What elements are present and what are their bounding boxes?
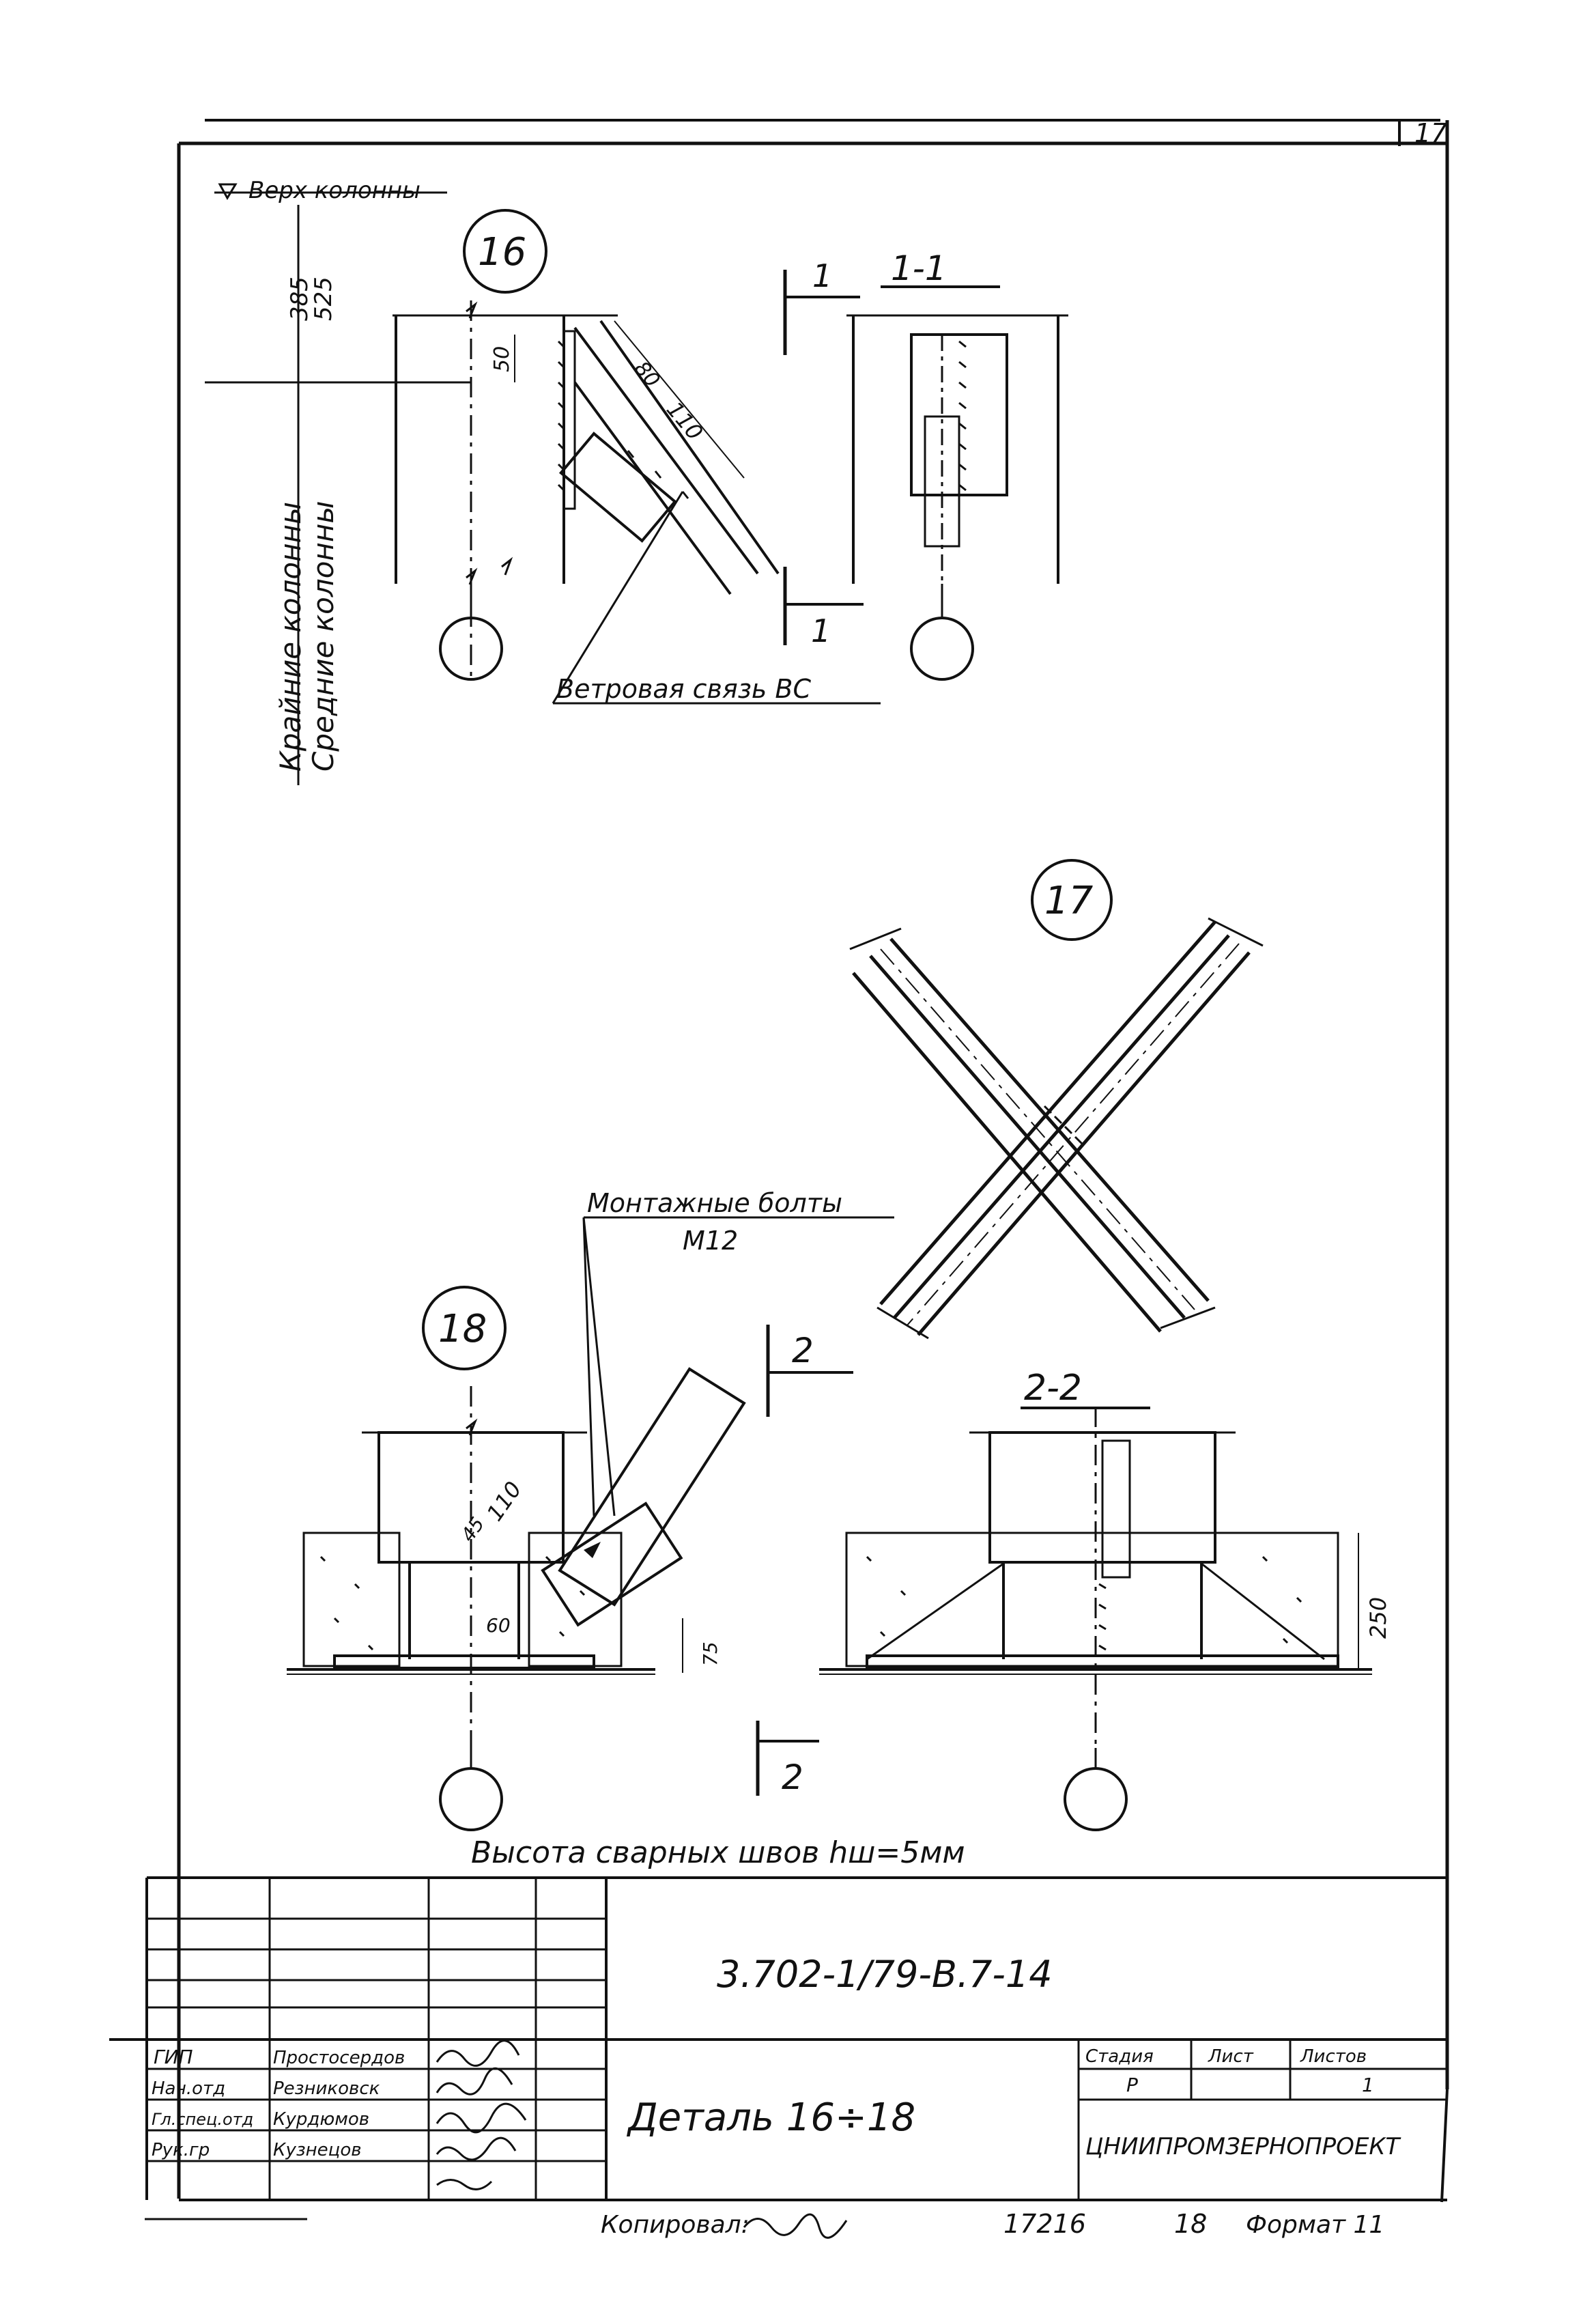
col-stage: Стадия xyxy=(1085,2046,1154,2067)
bolt-icon xyxy=(584,1542,601,1558)
staff-name: Резниковск xyxy=(273,2078,380,2099)
footer-number: 17216 xyxy=(1003,2209,1086,2239)
cut-label-1-bottom: 1 xyxy=(811,612,831,649)
dim-110-b: 110 xyxy=(481,1477,526,1526)
label-outer-columns: Крайние колонны xyxy=(274,502,307,772)
staff-role: ГИП xyxy=(154,2046,193,2068)
dim-75: 75 xyxy=(699,1641,722,1666)
staff-name: Простосердов xyxy=(273,2048,405,2068)
wind-brace-label: Ветровая связь ВС xyxy=(556,674,811,704)
bolts-label: Монтажные болты xyxy=(587,1188,842,1218)
dim-525: 525 xyxy=(310,277,337,321)
section-title-2-2: 2-2 xyxy=(1024,1368,1082,1409)
cut-label-2-bottom: 2 xyxy=(782,1758,803,1797)
staff-name: Кузнецов xyxy=(273,2140,362,2160)
detail-16: Верх колонны 385 525 Крайние колонны Сре… xyxy=(205,177,881,785)
copier-signature xyxy=(743,2213,848,2239)
marker-18: 18 xyxy=(438,1307,487,1351)
staff-role: Гл.спец.отд xyxy=(152,2110,253,2129)
dim-50: 50 xyxy=(490,346,514,372)
staff-role: Нач.отд xyxy=(152,2078,225,2099)
marker-16: 16 xyxy=(478,230,526,274)
sheet-frame xyxy=(145,119,1449,2220)
dim-60: 60 xyxy=(486,1614,511,1637)
column-top-label: Верх колонны xyxy=(248,177,421,204)
label-middle-columns: Средние колонны xyxy=(307,501,340,772)
dim-110: 110 xyxy=(661,397,708,445)
stage-value: Р xyxy=(1126,2074,1138,2096)
detail-18: Монтажные болты M12 18 45 110 60 75 xyxy=(287,1188,894,1831)
document-code: 3.702-1/79-В.7-14 xyxy=(717,1953,1053,1996)
cut-label-2-top: 2 xyxy=(792,1331,814,1370)
dim-45: 45 xyxy=(457,1513,489,1546)
organization: ЦНИИПРОМЗЕРНОПРОЕКТ xyxy=(1085,2133,1401,2160)
section-2-2: 2-2 250 xyxy=(819,1368,1391,1831)
marker-17: 17 xyxy=(1044,879,1094,923)
bolts-size: M12 xyxy=(683,1226,738,1256)
sheets-value: 1 xyxy=(1362,2074,1374,2096)
staff-name: Курдюмов xyxy=(273,2109,369,2130)
weld-note: Высота сварных швов hш=5мм xyxy=(471,1835,965,1870)
col-sheets: Листов xyxy=(1300,2046,1367,2067)
dim-250: 250 xyxy=(1365,1597,1391,1639)
cut-label-1-top: 1 xyxy=(812,257,832,294)
detail-17: 17 xyxy=(849,859,1264,1340)
dim-385: 385 xyxy=(286,277,313,321)
section-1-1: 1-1 xyxy=(846,249,1068,681)
title-block xyxy=(109,1876,1447,2200)
detail-title: Деталь 16÷18 xyxy=(626,2096,915,2140)
section-title-1-1: 1-1 xyxy=(891,249,947,288)
signatures xyxy=(436,2040,527,2190)
col-sheet: Лист xyxy=(1208,2046,1254,2067)
footer-sheet: 18 xyxy=(1174,2209,1207,2239)
sheet-number: 17 xyxy=(1414,118,1447,148)
footer-format: Формат 11 xyxy=(1246,2211,1384,2239)
staff-role: Рук.гр xyxy=(152,2140,210,2160)
copied-label: Копировал: xyxy=(601,2211,750,2239)
level-mark-icon xyxy=(218,183,238,201)
